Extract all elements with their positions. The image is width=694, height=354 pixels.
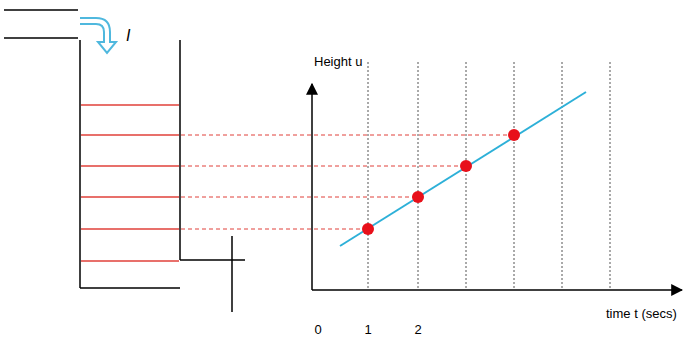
inflow-arrow <box>80 18 116 53</box>
tank <box>80 40 245 312</box>
axis-title: Height u <box>314 54 362 70</box>
time-gridlines <box>368 62 610 289</box>
tick-label: 0 <box>314 322 321 338</box>
axis-title: time t (secs) <box>606 306 677 322</box>
trend-line <box>340 92 586 246</box>
tick-label: 2 <box>414 322 421 338</box>
level-lines <box>81 105 179 261</box>
projection-lines <box>181 135 514 229</box>
flow-label: I <box>126 26 130 45</box>
data-points <box>362 129 520 235</box>
inflow-pipe <box>4 10 78 38</box>
axes <box>312 84 682 290</box>
tick-label: 1 <box>364 322 371 338</box>
